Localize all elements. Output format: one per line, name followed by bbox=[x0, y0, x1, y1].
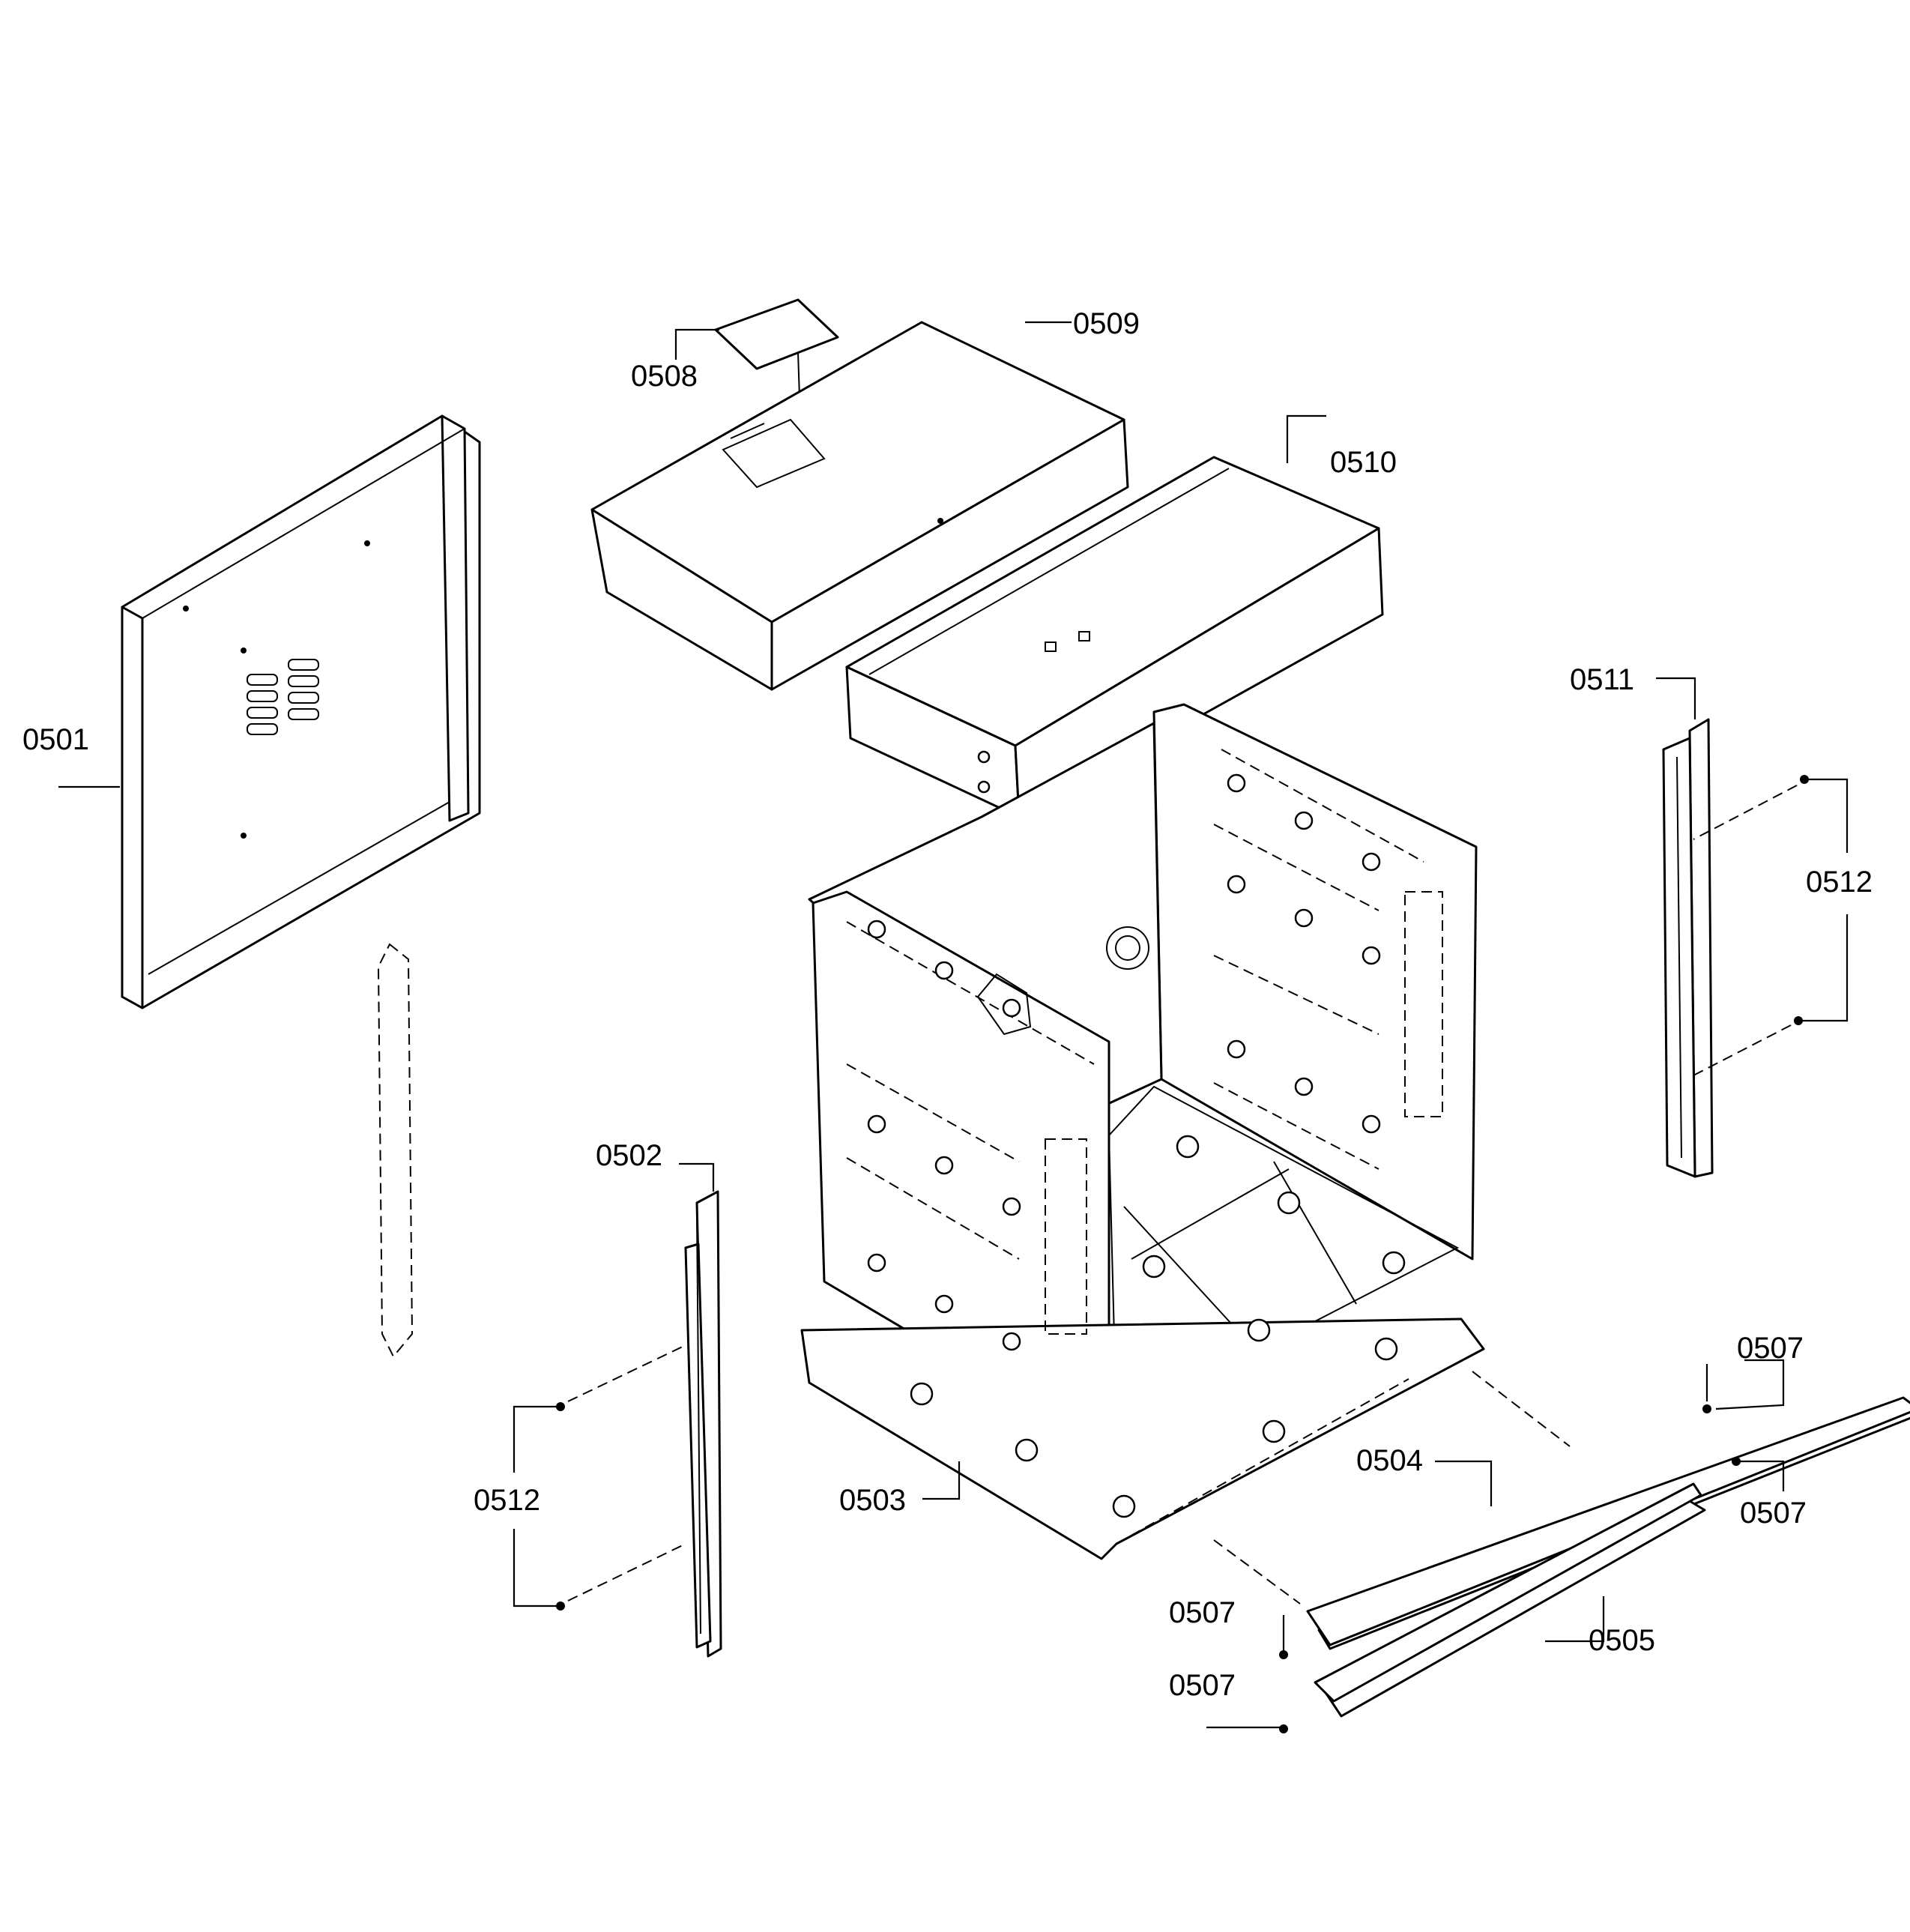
callout-0509: 0509 bbox=[1073, 307, 1140, 340]
callout-0504: 0504 bbox=[1356, 1444, 1423, 1477]
assembly-guide-line bbox=[1213, 1539, 1301, 1605]
callout-0507-left-upper: 0507 bbox=[1169, 1596, 1236, 1629]
callout-0507-left-lower: 0507 bbox=[1169, 1669, 1236, 1702]
callout-0512-right: 0512 bbox=[1806, 866, 1873, 899]
callout-0505: 0505 bbox=[1589, 1624, 1655, 1657]
leader-lines bbox=[58, 321, 1849, 1729]
callout-0507-right: 0507 bbox=[1740, 1497, 1807, 1530]
callout-0512-left: 0512 bbox=[474, 1484, 540, 1517]
callout-0508: 0508 bbox=[631, 360, 698, 393]
callout-0502: 0502 bbox=[596, 1139, 662, 1172]
callout-0503: 0503 bbox=[839, 1484, 906, 1517]
part-0510-rear-rail bbox=[845, 456, 1384, 818]
part-0505-trim bbox=[1314, 1482, 1706, 1718]
part-0511-right-rail bbox=[1662, 718, 1714, 1178]
assembly-guide-line bbox=[1472, 1371, 1571, 1447]
callout-0510: 0510 bbox=[1330, 446, 1397, 479]
callout-0501: 0501 bbox=[22, 723, 89, 756]
part-0503-chassis bbox=[800, 703, 1485, 1560]
inner-side-panel-outline bbox=[377, 943, 414, 1358]
part-0509-top-cover bbox=[590, 321, 1129, 691]
part-0504-trim bbox=[1306, 1396, 1910, 1650]
callout-0507-top: 0507 bbox=[1737, 1332, 1804, 1365]
callout-0511: 0511 bbox=[1570, 663, 1634, 696]
part-0502-front-rail bbox=[684, 1190, 722, 1658]
part-0501-side-panel bbox=[121, 414, 481, 1009]
